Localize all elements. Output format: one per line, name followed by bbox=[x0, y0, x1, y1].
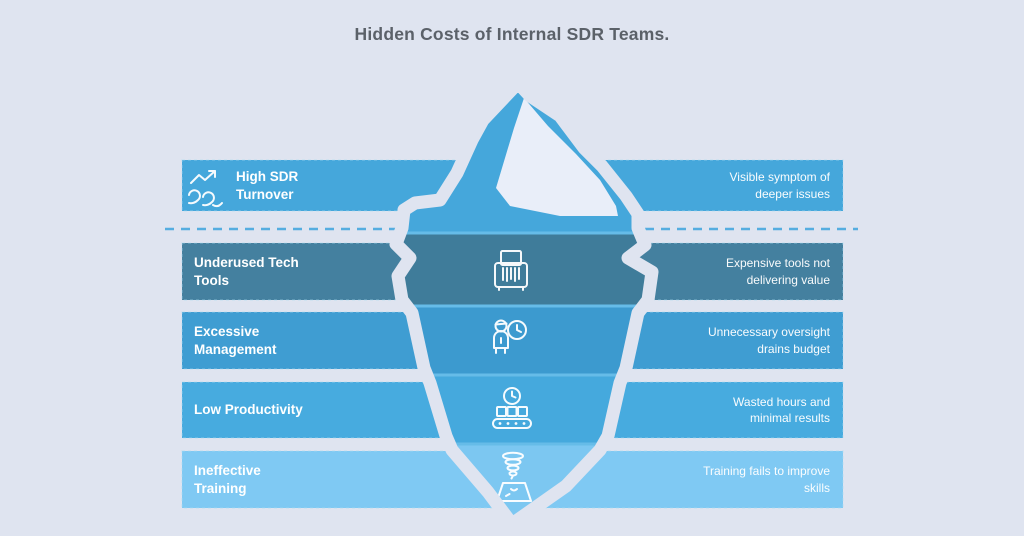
page-title: Hidden Costs of Internal SDR Teams. bbox=[354, 24, 670, 44]
manager-stopwatch-icon bbox=[493, 319, 527, 354]
iceberg-outline bbox=[389, 76, 659, 531]
iceberg-facet bbox=[496, 98, 618, 216]
turnover-trend-icon bbox=[188, 170, 223, 208]
shredder-icon bbox=[494, 250, 528, 291]
tornado-map-icon bbox=[496, 451, 532, 502]
conveyor-clock-icon bbox=[492, 387, 532, 429]
